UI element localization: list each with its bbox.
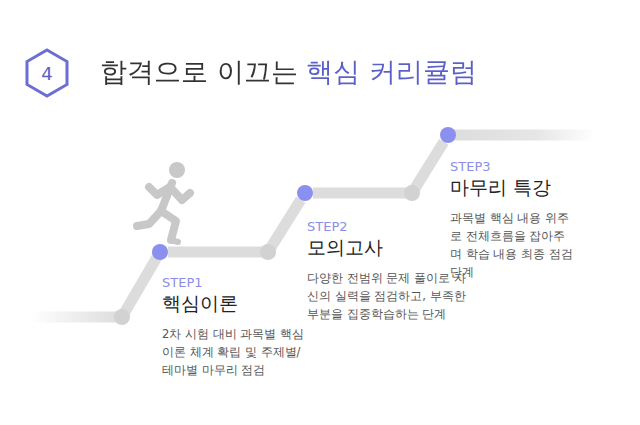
callout-number: 4 [41,63,52,84]
step-dot-fill [440,127,456,143]
step-label: STEP3 [450,159,574,175]
step-description: 2차 시험 대비 과목별 핵심이론 체계 확립 및 주제별/테마별 마무리 점검 [162,325,312,379]
step-text: STEP3마무리 특강과목별 핵심 내용 위주로 전체흐름을 잡아주며 학습 내… [450,159,574,281]
track-connector [313,142,444,193]
bend-dot [260,244,276,260]
track-connector [168,200,301,252]
step-dot-fill [152,244,168,260]
step-dot-fill [297,185,313,201]
step-dot [440,127,456,143]
step-node: STEP3마무리 특강과목별 핵심 내용 위주로 전체흐름을 잡아주며 학습 내… [440,127,574,281]
track-segment [122,252,160,317]
bend-dot [114,309,130,325]
runner-figure [137,162,190,242]
hexagon-badge [27,50,67,96]
step-heading: 핵심이론 [162,291,312,315]
track-tail [448,130,595,141]
step-dot [297,185,313,201]
step-text: STEP1핵심이론 2차 시험 대비 과목별 핵심이론 체계 확립 및 주제별/테… [162,275,312,379]
track-tail [30,312,122,323]
bend-dot [404,185,420,201]
title: 합격으로 이끄는 핵심 커리큘럼 [100,52,477,92]
step-label: STEP1 [162,275,312,291]
step-dot [152,244,168,260]
step-heading: 마무리 특강 [450,175,574,199]
step-node: STEP1핵심이론 2차 시험 대비 과목별 핵심이론 체계 확립 및 주제별/테… [152,244,312,379]
step-description: 과목별 핵심 내용 위주로 전체흐름을 잡아주며 학습 내용 최종 점검 단계 [450,209,574,281]
